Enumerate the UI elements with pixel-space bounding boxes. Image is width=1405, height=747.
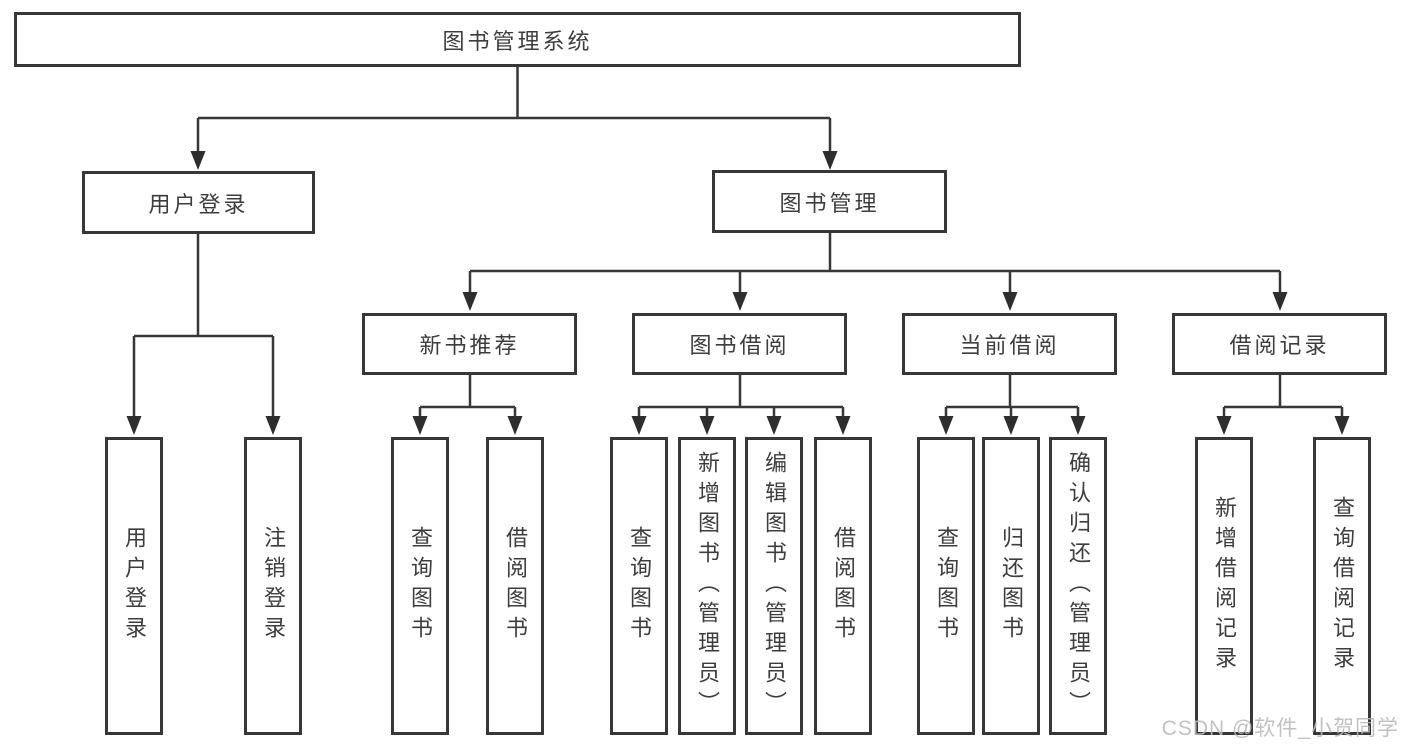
leaf-query-book-borrow: 查询图书: [610, 437, 668, 735]
node-new-book-recommend: 新书推荐: [362, 313, 577, 375]
leaf-query-borrow-record: 查询借阅记录: [1313, 437, 1371, 735]
node-library-management-system: 图书管理系统: [14, 12, 1021, 67]
node-book-management: 图书管理: [712, 170, 947, 233]
node-borrow-record: 借阅记录: [1172, 313, 1387, 375]
leaf-confirm-return-admin: 确认归还（管理员）: [1049, 437, 1107, 735]
node-book-borrow: 图书借阅: [632, 313, 847, 375]
node-user-login: 用户登录: [82, 171, 315, 234]
leaf-borrow-book: 借阅图书: [814, 437, 872, 735]
leaf-user-login: 用户登录: [105, 437, 163, 735]
leaf-return-book: 归还图书: [982, 437, 1040, 735]
leaf-borrow-book-recommend: 借阅图书: [486, 437, 544, 735]
leaf-edit-book-admin: 编辑图书（管理员）: [745, 437, 803, 735]
leaf-logout: 注销登录: [244, 437, 302, 735]
node-current-borrow: 当前借阅: [902, 313, 1117, 375]
leaf-add-borrow-record: 新增借阅记录: [1195, 437, 1253, 735]
leaf-add-book-admin: 新增图书（管理员）: [678, 437, 736, 735]
leaf-query-book-recommend: 查询图书: [391, 437, 449, 735]
leaf-query-book-current: 查询图书: [917, 437, 975, 735]
csdn-watermark: CSDN @软件_小贺同学: [1161, 717, 1399, 740]
